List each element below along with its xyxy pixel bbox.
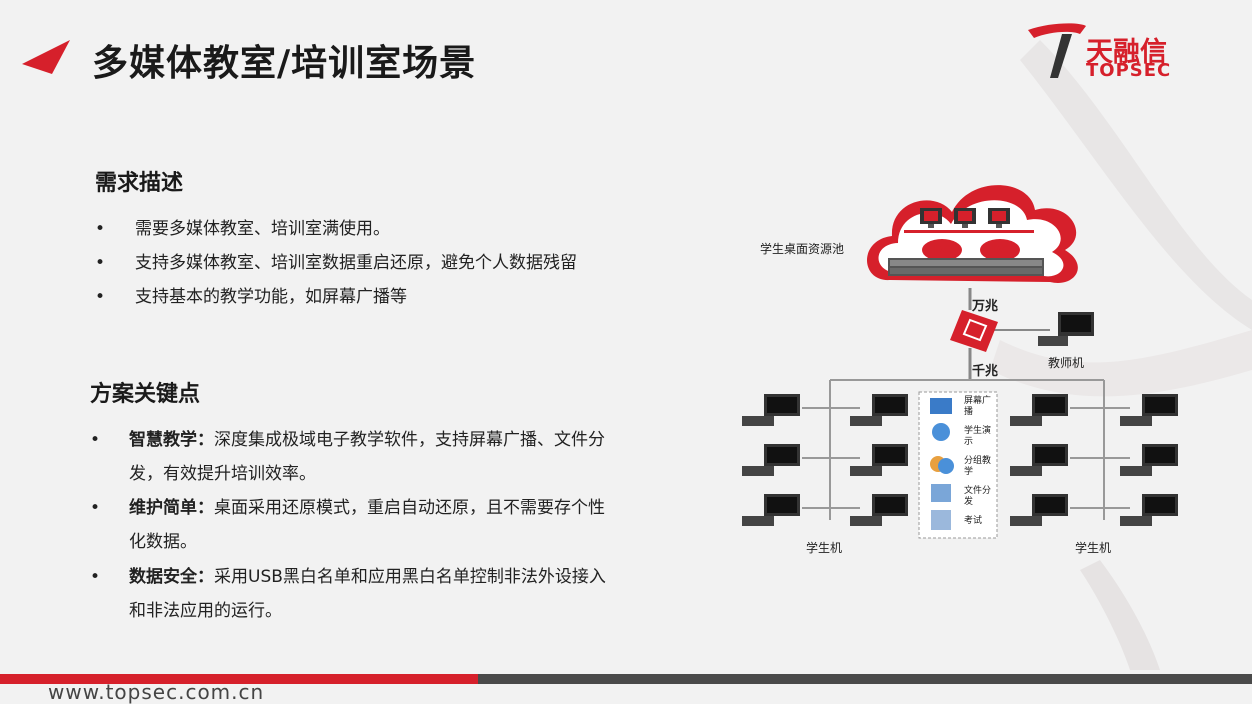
student-pc-label: 学生机 [806, 541, 843, 555]
dc-cloud-icon [922, 239, 962, 261]
requirements-heading: 需求描述 [95, 171, 184, 196]
student-computer-icon [1010, 394, 1068, 426]
dc-label: DC [933, 243, 951, 256]
group-teaching-icon [938, 458, 954, 474]
feature-label: 屏幕广播 [964, 396, 992, 417]
logo-chinese-text: 天融信 [1086, 37, 1167, 68]
student-computer-icon [1010, 494, 1068, 526]
virtual-desktop-icon [954, 208, 976, 228]
footer-dark-bar [478, 674, 1252, 684]
1g-link-label: 千兆 [972, 364, 999, 379]
student-computer-icon [742, 394, 800, 426]
requirement-item: • 支持基本的教学功能，如屏幕广播等 [95, 280, 695, 314]
footer-red-bar [0, 674, 478, 684]
server-icon [888, 258, 1044, 276]
feature-label: 文件分发 [964, 486, 992, 507]
student-pc-label: 学生机 [1075, 541, 1112, 555]
title-arrow-icon [22, 40, 70, 74]
student-computer-icon [1120, 394, 1178, 426]
student-computer-icon [1010, 444, 1068, 476]
10g-link-label: 万兆 [972, 299, 999, 314]
bullet-icon: • [95, 219, 106, 239]
solution-heading: 方案关键点 [90, 382, 201, 407]
virtual-desktop-icon [988, 208, 1010, 228]
resource-pool-label: 学生桌面资源池 [760, 242, 845, 256]
solution-item: • 智慧教学：深度集成极域电子教学软件，支持屏幕广播、文件分 发，有效提升培训效… [90, 423, 690, 491]
teacher-pc-label: 教师机 [1048, 356, 1085, 370]
bullet-icon: • [90, 498, 101, 518]
student-computer-icon [850, 394, 908, 426]
page-title: 多媒体教室/培训室场景 [92, 43, 477, 84]
footer-url: www.topsec.com.cn [48, 680, 265, 704]
teacher-computer-icon [1038, 312, 1094, 346]
file-distribution-icon [931, 484, 951, 502]
solution-item: • 维护简单：桌面采用还原模式，重启自动还原，且不需要存个性 化数据。 [90, 491, 690, 559]
virtual-desktop-icon [920, 208, 942, 228]
exam-icon [931, 510, 951, 530]
requirement-item: • 支持多媒体教室、培训室数据重启还原，避免个人数据残留 [95, 246, 695, 280]
dc-label: DC [991, 243, 1009, 256]
student-computer-icon [850, 494, 908, 526]
bullet-icon: • [90, 430, 101, 450]
bullet-icon: • [90, 567, 101, 587]
solution-item: • 数据安全：采用USB黑白名单和应用黑白名单控制非法外设接入 和非法应用的运行… [90, 560, 690, 628]
student-computer-icon [1120, 444, 1178, 476]
screen-broadcast-icon [930, 398, 952, 414]
bullet-icon: • [95, 287, 106, 307]
logo-english-text: TOPSEC [1086, 60, 1172, 81]
network-diagram: 学生桌面资源池 DC DC 万兆 千兆 教师机 学生机 学生机 屏幕广播 学生演… [730, 170, 1210, 570]
bullet-icon: • [95, 253, 106, 273]
feature-label: 学生演示 [964, 426, 992, 447]
feature-label: 分组教学 [964, 456, 992, 477]
student-computer-icon [850, 444, 908, 476]
feature-label: 考试 [964, 516, 983, 526]
student-computer-icon [742, 444, 800, 476]
dc-cloud-icon [980, 239, 1020, 261]
requirement-item: • 需要多媒体教室、培训室满使用。 [95, 212, 695, 246]
student-demo-icon [932, 423, 950, 441]
student-computer-icon [1120, 494, 1178, 526]
topsec-logo-icon [1028, 23, 1086, 78]
switch-icon [950, 310, 998, 352]
student-computer-icon [742, 494, 800, 526]
